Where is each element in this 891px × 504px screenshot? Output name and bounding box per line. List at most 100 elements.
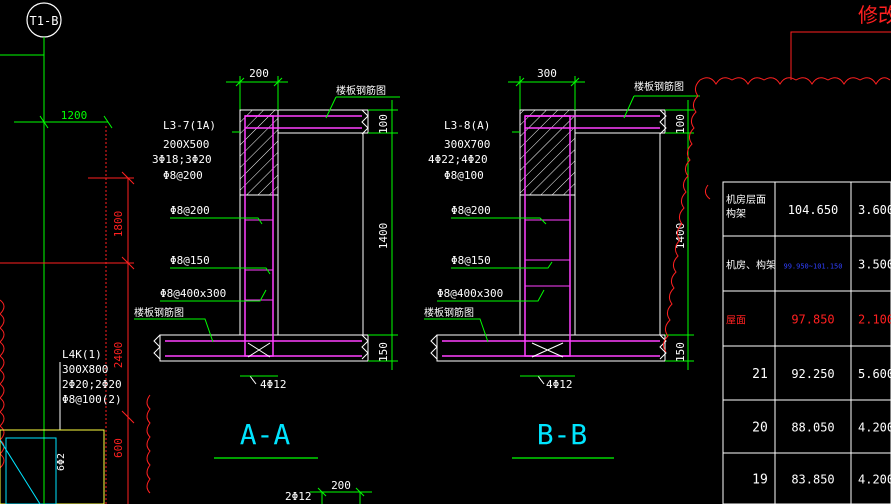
b-bottom-x2 [531,342,564,358]
revision-cloud-right [662,77,891,353]
b-slab-ref-bottom: 楼板钢筋图 [424,306,474,319]
b-width-tick-l [515,77,525,87]
b-slab-ref-top-leader-down [623,95,635,119]
b-slab-ref-bottom-leader [424,318,489,343]
a-beam-size: 200X500 [163,138,209,151]
b-slab-ref-top: 楼板钢筋图 [634,80,684,93]
revision-leader [790,31,891,80]
a-width-tick-l [235,77,245,87]
column-outline [0,429,105,504]
level-name-0-0: 机房层面 [726,193,766,206]
a-beam-body [239,109,279,196]
revision-label: 修改 [858,3,891,27]
a-wall-bars: Φ8@400x300 [160,287,226,300]
axis-label: T1-B [30,14,59,28]
level-height-3: 5.600 [858,367,891,381]
beam-label: L4K(1) [62,348,102,361]
frag-dim: 200 [331,479,351,492]
level-name-0-1: 构架 [726,207,746,220]
b-stirrup-lower-leader [451,261,553,269]
a-bottom-bars-leader [249,375,257,385]
column-bar-note: 6Φ2 [56,453,67,471]
level-name-1: 机房、构架 [726,259,776,272]
dim-2400-label: 2400 [112,342,125,369]
a-width-dim: 200 [249,67,269,80]
b-beam-label: L3-8(A) [444,119,490,132]
a-stirrup-lower: Φ8@150 [170,254,210,267]
column-diag [0,439,41,504]
level-height-0: 3.600 [858,203,891,217]
b-break-top [659,109,667,135]
b-bottom-dim: 150 [674,342,687,362]
left-margin-annotations: T1-B 1200 1800 2400 600 L4K(1) 300X800 2… [0,2,151,504]
level-name-5: 19 [752,473,768,488]
level-name-4: 20 [752,421,768,436]
b-top-dim: 100 [674,114,687,134]
a-beam-label: L3-7(1A) [163,119,216,132]
level-name-2: 屋面 [726,315,746,327]
level-height-5: 4.200 [858,473,891,487]
a-top-dim: 100 [377,114,390,134]
dim-1800-label: 1800 [112,211,125,238]
b-beam-size: 300X700 [444,138,490,151]
b-top-slab [574,109,666,134]
b-wall-bars: Φ8@400x300 [437,287,503,300]
dim-1200-label: 1200 [61,109,88,122]
a-break-bot [361,334,369,360]
level-height-1: 3.500 [858,258,891,272]
a-beam-bars: 3Φ18;3Φ20 [152,153,212,166]
b-width-dim: 300 [537,67,557,80]
b-stirrup-upper-leader [451,217,547,225]
frag-bars: 2Φ12 [285,490,312,503]
a-slab-ref-bottom-leader [134,318,214,343]
a-stirrup-lower-leader [170,267,271,275]
dim-tick-417 [121,410,135,424]
beam-size: 300X800 [62,363,108,376]
level-elevation-2: 97.850 [791,313,834,327]
level-elevation-0: 104.650 [788,203,839,217]
level-elevation-4: 88.050 [791,421,834,435]
b-break-left [430,334,438,360]
dim-600-label: 600 [112,438,125,458]
a-bottom-x2 [247,342,271,358]
b-width-tick-r [570,77,580,87]
section-a[interactable]: 200 100 1400 150 楼板钢筋图 [134,67,400,459]
level-elevation-5: 83.850 [791,473,834,487]
level-elevation-1: 99.950~101.150 [783,263,842,271]
section-b[interactable]: 300 100 1400 150 楼板钢筋图 楼板钢筋图 L3-8(A) 3 [424,67,700,459]
level-elevation-3: 92.250 [791,367,834,381]
b-break-bot [659,334,667,360]
a-break-top [361,109,369,135]
level-table-frame [722,181,891,504]
dim-1200-tick-left [39,115,49,129]
b-title: B-B [537,418,588,451]
b-bottom-bars-leader [537,375,545,385]
b-stirrup-upper: Φ8@200 [451,204,491,217]
a-width-tick-r [273,77,283,87]
revision-area: 修改 [662,3,891,353]
b-wall [519,194,576,336]
a-break-left [153,334,161,360]
level-height-2: 2.100 [858,313,891,327]
b-beam-stirrup: Φ8@100 [444,169,484,182]
b-bottom-slab [436,334,666,362]
axis-leader [0,54,45,90]
a-slab-ref-top-leader-down [325,96,337,119]
a-height-dim: 1400 [377,223,390,250]
wall-cloud [146,394,151,494]
a-stirrup-upper-leader [170,217,263,225]
a-wall-bars-leader [160,289,267,302]
b-beam-bars: 4Φ22;4Φ20 [428,153,488,166]
a-slab-ref-bottom: 楼板钢筋图 [134,306,184,319]
dim-1200-tick-right [103,115,113,129]
a-bottom-slab [159,334,369,362]
a-bottom-bars: 4Φ12 [260,378,287,391]
beam-stirrup: Φ8@100(2) [62,393,122,406]
b-stirrup-lower: Φ8@150 [451,254,491,267]
level-name-3: 21 [752,367,768,382]
level-height-4: 4.200 [858,421,891,435]
a-stirrup-upper: Φ8@200 [170,204,210,217]
